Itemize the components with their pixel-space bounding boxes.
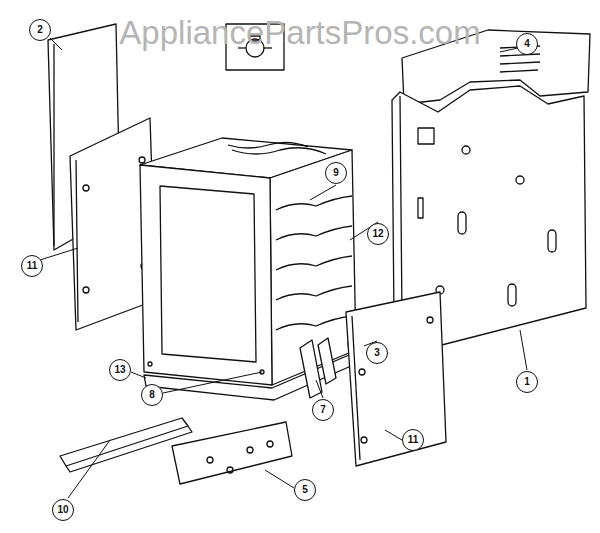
callout-circle: 9: [325, 162, 347, 184]
callout-number: 3: [374, 348, 380, 358]
callout-number: 11: [408, 435, 419, 445]
callout-circle: 8: [141, 384, 163, 406]
callout-circle: 11: [402, 429, 424, 451]
callout-circle: 12: [367, 223, 389, 245]
callout-number: 9: [333, 168, 339, 178]
callout-circle: 3: [366, 342, 388, 364]
callout-circle: 10: [52, 499, 74, 521]
callout-circle: 1: [516, 371, 538, 393]
callout-circle: 4: [516, 33, 538, 55]
callout-circle: 13: [109, 359, 131, 381]
callout-circle: 7: [312, 399, 334, 421]
callout-circle: 2: [29, 19, 51, 41]
callout-number: 8: [149, 390, 155, 400]
callout-number: 13: [114, 365, 125, 375]
callout-number: 1: [524, 377, 530, 387]
callout-number: 10: [57, 505, 68, 515]
callout-circle: 5: [294, 479, 316, 501]
callout-number: 12: [372, 229, 383, 239]
callout-number: 7: [320, 405, 326, 415]
callout-number: 4: [524, 39, 530, 49]
callout-number: 11: [27, 261, 38, 271]
callout-number: 5: [302, 485, 308, 495]
callout-circle: 11: [21, 255, 43, 277]
watermark: AppliancePartsPros.com: [119, 16, 480, 49]
callout-number: 2: [37, 25, 43, 35]
